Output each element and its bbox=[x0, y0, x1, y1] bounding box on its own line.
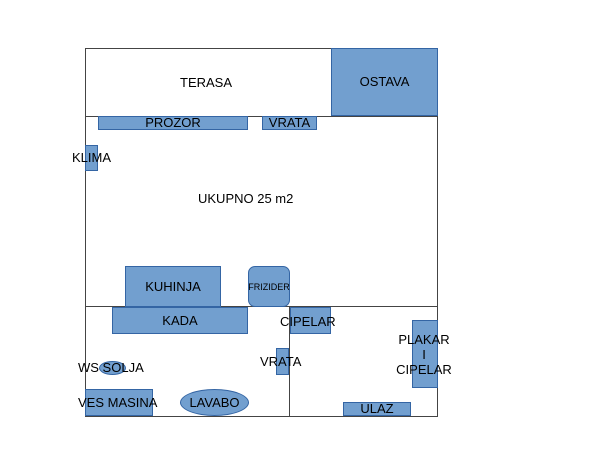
wall-left bbox=[85, 48, 86, 416]
kada-block: KADA bbox=[112, 307, 248, 334]
plakar-label-line2: I bbox=[422, 347, 426, 362]
vrata-top-door: VRATA bbox=[262, 116, 317, 130]
vrata-bottom-label: VRATA bbox=[260, 354, 302, 369]
ws-solja-label: WS SOLJA bbox=[78, 360, 144, 375]
ulaz-label: ULAZ bbox=[360, 401, 394, 416]
hall-divider-wall bbox=[289, 306, 290, 416]
plakar-block bbox=[412, 320, 438, 388]
lavabo-label: LAVABO bbox=[189, 394, 240, 410]
ws-solja-fixture bbox=[99, 361, 126, 375]
ulaz-entrance: ULAZ bbox=[343, 402, 411, 416]
ves-masina-label: VES MASINA bbox=[78, 395, 158, 410]
plakar-label-group: PLAKAR I CIPELAR bbox=[392, 332, 456, 377]
frizider-label: FRIZIDER bbox=[248, 281, 290, 292]
prozor-window: PROZOR bbox=[98, 116, 248, 130]
klima-label: KLIMA bbox=[72, 150, 112, 165]
ves-masina-block bbox=[85, 389, 153, 416]
plakar-label-line3: CIPELAR bbox=[396, 362, 452, 377]
wall-bottom bbox=[85, 416, 438, 417]
lavabo-fixture: LAVABO bbox=[180, 389, 249, 416]
vrata-bottom-door bbox=[276, 348, 289, 375]
vrata-top-label: VRATA bbox=[268, 115, 311, 130]
ukupno-label: UKUPNO 25 m2 bbox=[198, 191, 294, 206]
kuhinja-block: KUHINJA bbox=[125, 266, 221, 307]
wall-top bbox=[85, 48, 438, 49]
plakar-label-line1: PLAKAR bbox=[398, 332, 450, 347]
klima-unit bbox=[85, 145, 98, 171]
cipelar-label: CIPELAR bbox=[280, 314, 336, 329]
ostava-room: OSTAVA bbox=[331, 48, 438, 116]
frizider-block: FRIZIDER bbox=[248, 266, 290, 307]
ostava-label: OSTAVA bbox=[359, 74, 410, 89]
prozor-label: PROZOR bbox=[145, 115, 201, 130]
kuhinja-label: KUHINJA bbox=[145, 278, 201, 294]
terasa-label: TERASA bbox=[180, 75, 233, 90]
terrace-wall bbox=[85, 116, 438, 117]
kada-label: KADA bbox=[162, 312, 198, 328]
wall-right bbox=[437, 48, 438, 416]
cipelar-block bbox=[290, 307, 331, 334]
